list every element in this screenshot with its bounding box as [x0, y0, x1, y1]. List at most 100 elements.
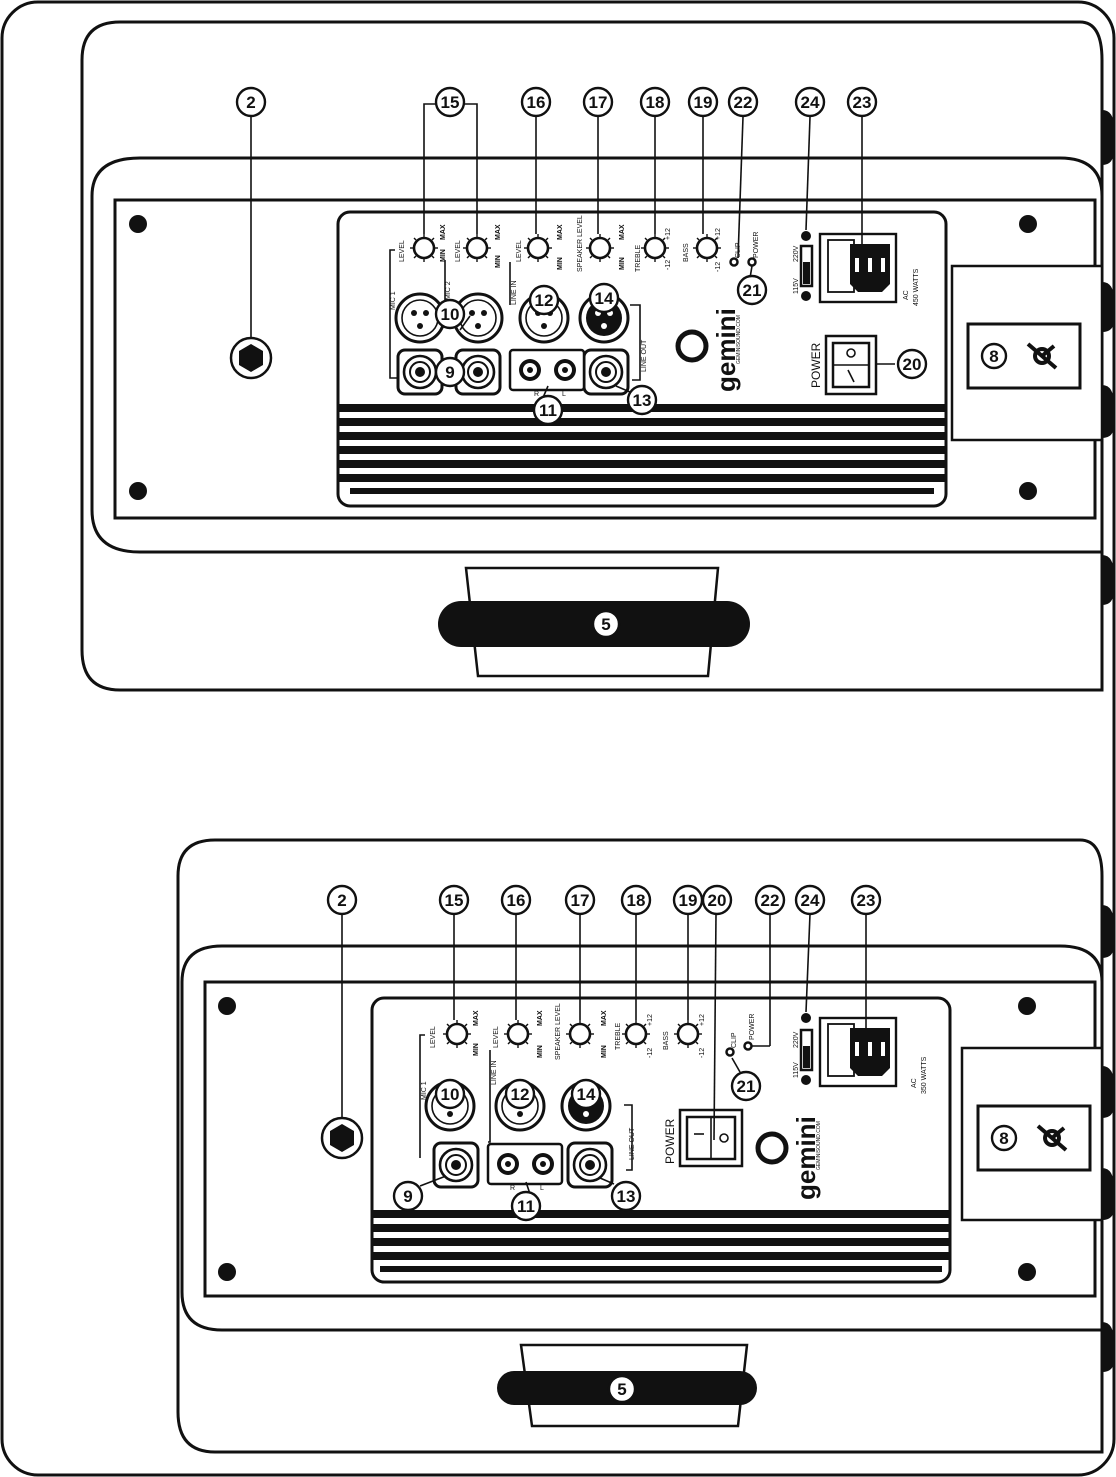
callout-5: 5: [591, 609, 621, 639]
line-level-knob[interactable]: [522, 232, 554, 264]
label-level: LEVEL: [493, 1026, 500, 1048]
label-min: MIN: [619, 257, 626, 270]
callout-10: 10: [434, 298, 466, 330]
screw-icon: [218, 1263, 236, 1281]
screw-icon: [218, 997, 236, 1015]
callout-11: 11: [510, 1190, 542, 1222]
callout-leaders: [250, 103, 895, 1195]
mic1-quarter-inch-jack[interactable]: [432, 1141, 480, 1189]
handle-icon: [976, 1104, 1092, 1172]
callout-17: 17: [564, 884, 596, 916]
callout-16: 16: [520, 86, 552, 118]
callout-9: 9: [392, 1180, 424, 1212]
callout-9: 9: [434, 356, 466, 388]
label-min: MIN: [473, 1043, 480, 1056]
svg-text:5: 5: [617, 1380, 626, 1399]
callout-22: 22: [754, 884, 786, 916]
svg-text:11: 11: [539, 401, 557, 420]
svg-text:18: 18: [646, 93, 665, 112]
speaker-level-knob[interactable]: [584, 232, 616, 264]
label-minus12: -12: [647, 1048, 654, 1058]
label-115v: 115V: [793, 278, 800, 294]
mic2-level-knob[interactable]: [461, 232, 493, 264]
label-bass: BASS: [663, 1031, 670, 1050]
power-led: [743, 1041, 753, 1051]
label-line-out: LINE OUT: [641, 339, 648, 372]
callout-18: 18: [639, 86, 671, 118]
clip-led: [725, 1047, 735, 1057]
mic1-level-knob[interactable]: [441, 1018, 473, 1050]
callout-19: 19: [672, 884, 704, 916]
label-220v: 220V: [793, 245, 800, 262]
label-watts: 350 WATTS: [921, 1056, 928, 1094]
top-amp-module: [336, 210, 948, 508]
callout-18: 18: [620, 884, 652, 916]
svg-text:17: 17: [589, 93, 608, 112]
svg-text:2: 2: [246, 93, 255, 112]
label-max: MAX: [495, 224, 502, 240]
callout-21: 21: [730, 1070, 762, 1102]
power-led: [747, 257, 757, 267]
callout-14: 14: [570, 1078, 602, 1110]
label-115v: 115V: [793, 1062, 800, 1078]
callout-23: 23: [850, 884, 882, 916]
svg-text:20: 20: [708, 891, 727, 910]
callout-24: 24: [794, 86, 826, 118]
rca-left-input[interactable]: [554, 359, 576, 381]
screw-icon: [1018, 1263, 1036, 1281]
label-max: MAX: [557, 224, 564, 240]
speaker-level-knob[interactable]: [564, 1018, 596, 1050]
label-line-in: LINE IN: [491, 1060, 498, 1085]
svg-text:12: 12: [511, 1085, 530, 1104]
svg-text:22: 22: [734, 93, 753, 112]
rca-right-input[interactable]: [519, 359, 541, 381]
label-plus12: +12: [715, 228, 722, 240]
label-max: MAX: [440, 224, 447, 240]
svg-text:23: 23: [853, 93, 872, 112]
callout-24: 24: [794, 884, 826, 916]
ac-power-inlet[interactable]: [818, 232, 898, 304]
label-minus12: -12: [699, 1048, 706, 1058]
label-r: R: [534, 391, 539, 398]
callout-11: 11: [532, 394, 564, 426]
svg-text:5: 5: [601, 615, 610, 634]
label-power-switch: POWER: [809, 342, 823, 388]
label-220v: 220V: [793, 1031, 800, 1048]
label-watts: 450 WATTS: [913, 268, 920, 306]
svg-text:2: 2: [337, 891, 346, 910]
svg-text:18: 18: [627, 891, 646, 910]
label-l: L: [562, 391, 566, 398]
svg-text:14: 14: [577, 1085, 596, 1104]
label-treble: TREBLE: [635, 244, 642, 272]
svg-text:19: 19: [679, 891, 698, 910]
svg-text:14: 14: [595, 289, 614, 308]
label-max: MAX: [537, 1010, 544, 1026]
label-min: MIN: [440, 249, 447, 262]
rca-right-input[interactable]: [497, 1153, 519, 1175]
mic1-level-knob[interactable]: [408, 232, 440, 264]
rca-left-input[interactable]: [532, 1153, 554, 1175]
line-level-knob[interactable]: [502, 1018, 534, 1050]
handle-icon: [966, 322, 1082, 390]
svg-text:19: 19: [694, 93, 713, 112]
bass-knob[interactable]: [672, 1018, 704, 1050]
treble-knob[interactable]: [620, 1018, 652, 1050]
label-max: MAX: [619, 224, 626, 240]
label-ac: AC: [911, 1078, 918, 1088]
svg-text:13: 13: [633, 391, 652, 410]
label-ac: AC: [903, 290, 910, 300]
callout-21: 21: [736, 274, 768, 306]
label-line-in: LINE IN: [511, 280, 518, 305]
brand-url: GEMINISOUND.COM: [736, 315, 742, 364]
label-level: LEVEL: [430, 1026, 437, 1048]
label-plus12: +12: [699, 1014, 706, 1026]
ac-power-inlet[interactable]: [818, 1016, 898, 1088]
callout-13: 13: [610, 1180, 642, 1212]
label-mic1: MIC 1: [390, 291, 397, 310]
callout-15: 15: [434, 86, 466, 118]
callout-17: 17: [582, 86, 614, 118]
callout-12: 12: [504, 1078, 536, 1110]
line-out-quarter-inch-jack[interactable]: [582, 348, 630, 396]
label-power-led: POWER: [753, 232, 760, 258]
